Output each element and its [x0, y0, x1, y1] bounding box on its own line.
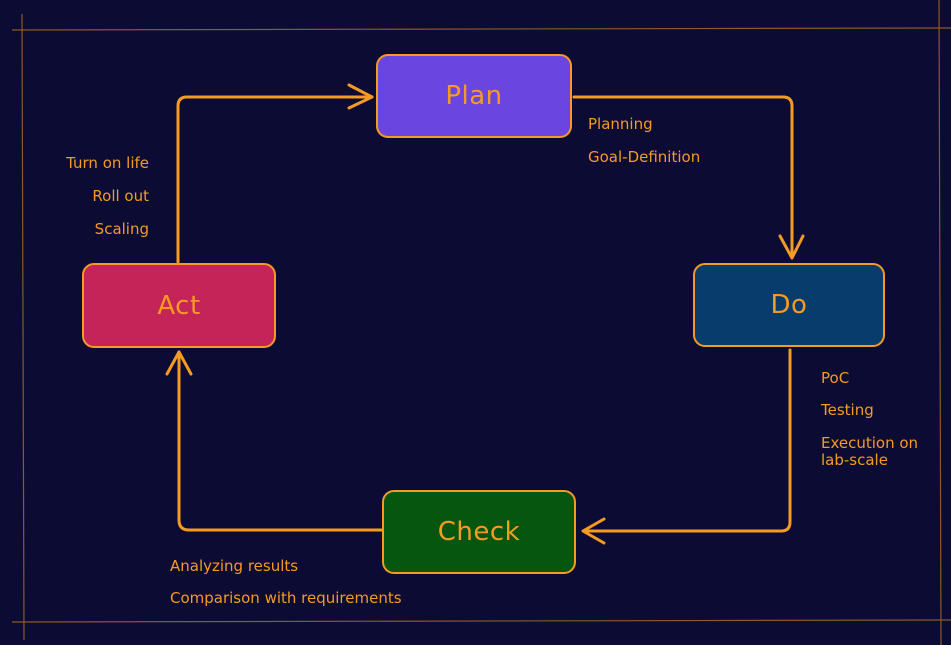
do-label: Do	[770, 290, 808, 320]
act-node[interactable]: Act	[82, 263, 276, 348]
frame-bottom-line	[11, 619, 951, 623]
arrowhead-plan	[347, 83, 374, 110]
check-label: Check	[437, 517, 521, 547]
arrow-act-to-plan	[176, 95, 374, 264]
check-node[interactable]: Check	[382, 490, 576, 574]
arrowhead-act	[165, 350, 193, 376]
do-note-1: PoC	[821, 369, 850, 387]
act-note-3: Scaling	[94, 220, 149, 238]
do-note-3: Execution on lab-scale	[821, 434, 919, 469]
act-label: Act	[157, 290, 201, 321]
do-node[interactable]: Do	[693, 263, 885, 347]
plan-node[interactable]: Plan	[376, 54, 572, 138]
arrowhead-check	[581, 517, 606, 545]
frame-lines	[11, 0, 951, 645]
arrow-plan-to-do	[572, 95, 794, 258]
plan-label: Plan	[445, 81, 503, 111]
act-note-2: Roll out	[92, 187, 149, 205]
plan-note-2: Goal-Definition	[588, 148, 701, 166]
frame-top-line	[11, 27, 951, 31]
act-note-1: Turn on life	[66, 154, 149, 172]
check-note-1: Analyzing results	[170, 557, 299, 575]
do-note-2: Testing	[821, 401, 874, 419]
arrowhead-do	[778, 234, 805, 260]
frame-left-line	[21, 13, 25, 641]
arrow-do-to-check	[582, 348, 792, 533]
plan-note-1: Planning	[588, 115, 653, 133]
arrow-check-to-act	[177, 350, 384, 532]
frame-right-line	[938, 0, 942, 645]
check-note-2: Comparison with requirements	[170, 589, 402, 607]
